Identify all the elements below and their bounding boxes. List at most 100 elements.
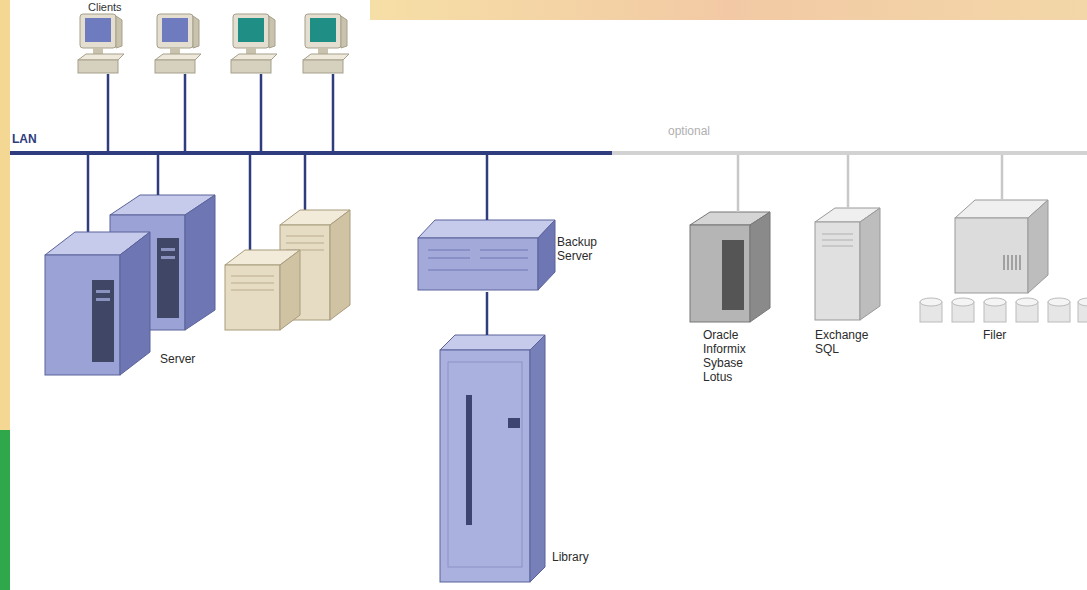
slide-border-part bbox=[370, 0, 1087, 20]
client-computer bbox=[78, 14, 124, 73]
network-link bbox=[88, 155, 305, 195]
server-group: Server bbox=[40, 195, 360, 385]
client-computer-part bbox=[238, 18, 264, 42]
disk-stack bbox=[920, 298, 1087, 322]
disk-stack-part bbox=[920, 298, 942, 306]
server-stub-part bbox=[249, 195, 252, 251]
lan-bus: LAN bbox=[10, 151, 1087, 155]
tape-library: Library bbox=[436, 335, 611, 585]
backup-server-box-part bbox=[418, 220, 555, 238]
server-tower-part bbox=[157, 238, 179, 318]
client-computer-part bbox=[155, 54, 201, 60]
node-label: Filer bbox=[983, 328, 1006, 342]
backup-server-box bbox=[418, 220, 555, 290]
server-tower-part bbox=[96, 298, 110, 301]
slide-border-part bbox=[0, 0, 10, 430]
node-label: Backup Server bbox=[557, 235, 611, 263]
database-server bbox=[690, 212, 770, 322]
server-tower-part bbox=[161, 248, 175, 251]
server-tower-part bbox=[45, 255, 120, 375]
client-computer-part bbox=[85, 18, 111, 42]
client-computer bbox=[303, 14, 349, 73]
client-computer-part bbox=[78, 54, 124, 60]
client-computer-part bbox=[231, 54, 277, 60]
file-server: Filer bbox=[950, 200, 1060, 350]
backup-server-box-part bbox=[428, 250, 528, 270]
node-label: Server bbox=[160, 352, 195, 366]
server-stub-part bbox=[87, 195, 90, 234]
server-tower-part bbox=[231, 276, 274, 290]
client-computer-part bbox=[246, 48, 256, 54]
tape-library-part bbox=[466, 395, 472, 525]
server-tower-part bbox=[225, 265, 280, 330]
network-link bbox=[737, 155, 740, 212]
client-computer-part bbox=[93, 48, 103, 54]
server-tower-part bbox=[96, 290, 110, 293]
disk-stack-part bbox=[952, 298, 974, 306]
server-tower-part bbox=[120, 232, 150, 375]
client-computer bbox=[231, 14, 277, 73]
client-computer-part bbox=[303, 54, 349, 60]
disk-stack-part bbox=[1016, 298, 1038, 306]
mail-server bbox=[815, 208, 880, 320]
server-stub-part bbox=[304, 195, 307, 211]
server-tower-part bbox=[185, 195, 215, 330]
mail-server-part bbox=[822, 234, 853, 246]
database-server-part bbox=[750, 212, 770, 322]
client-computer-part bbox=[233, 14, 269, 48]
client-computer-part bbox=[162, 18, 188, 42]
network-link bbox=[486, 292, 489, 335]
client-computer-part bbox=[303, 60, 343, 73]
disk-stack-part bbox=[1048, 298, 1070, 306]
server-tower-part bbox=[92, 280, 114, 362]
backup-server-box-part bbox=[538, 220, 555, 290]
server-tower-part bbox=[286, 236, 324, 250]
network-link bbox=[1001, 155, 1004, 200]
filer-box-part bbox=[1028, 200, 1048, 293]
label-holder: optional bbox=[668, 124, 710, 138]
server-tower bbox=[45, 232, 150, 375]
client-computer bbox=[155, 14, 201, 73]
node-label: Exchange SQL bbox=[815, 328, 877, 356]
optional-note: optional bbox=[668, 124, 710, 138]
client-computer-part bbox=[310, 18, 336, 42]
server-tower-part bbox=[161, 256, 175, 259]
client-computer-part bbox=[80, 14, 116, 48]
tape-library-part bbox=[530, 335, 545, 582]
client-computer-part bbox=[170, 48, 180, 54]
filer-box-part bbox=[1004, 255, 1020, 270]
database-server-part bbox=[690, 225, 750, 322]
server-tower-part bbox=[280, 250, 300, 330]
node-label: Clients bbox=[88, 0, 122, 14]
tape-library bbox=[440, 335, 545, 582]
server-tower bbox=[225, 250, 300, 330]
node-label: Library bbox=[552, 550, 589, 564]
client-computer-part bbox=[318, 48, 328, 54]
server-tower-part bbox=[330, 210, 350, 320]
client-computer-part bbox=[231, 60, 271, 73]
network-link bbox=[486, 155, 489, 220]
client-computer-part bbox=[341, 16, 347, 48]
tape-library-part bbox=[440, 335, 545, 350]
database-server: Oracle Informix Sybase Lotus bbox=[685, 212, 790, 402]
client-computer-part bbox=[269, 16, 275, 48]
disk-stack-part bbox=[984, 298, 1006, 306]
node-label: Oracle Informix Sybase Lotus bbox=[703, 328, 765, 384]
database-server-part bbox=[722, 240, 744, 310]
filer-box-part bbox=[955, 218, 1028, 293]
mail-server-part bbox=[860, 208, 880, 320]
tape-library-part bbox=[508, 418, 520, 428]
network-link bbox=[108, 74, 333, 151]
backup-server: Backup Server bbox=[415, 220, 625, 292]
filer-box bbox=[955, 200, 1048, 293]
tape-library-part bbox=[440, 350, 530, 582]
client-computer-part bbox=[193, 16, 199, 48]
client-computer-part bbox=[78, 60, 118, 73]
client-computer-part bbox=[305, 14, 341, 48]
slide-border-part bbox=[0, 430, 10, 590]
client-group: Clients bbox=[75, 0, 360, 74]
